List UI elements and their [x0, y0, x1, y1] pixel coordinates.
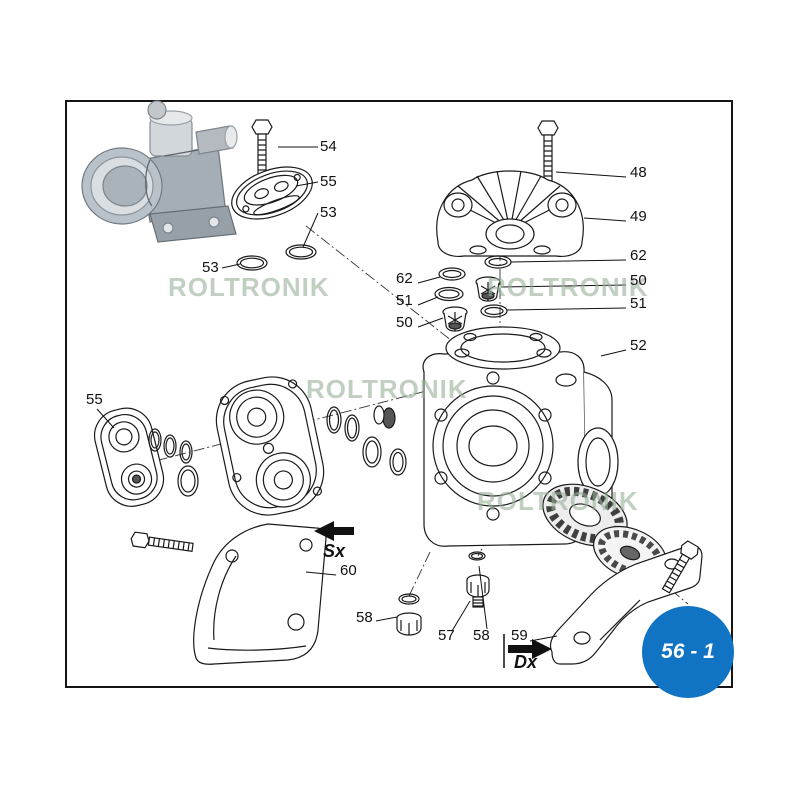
part-oring-62-right [484, 255, 512, 269]
part-callout-51l: 51 [396, 292, 413, 309]
part-valve-50-left [442, 306, 468, 332]
part-oval-cover-55 [231, 166, 313, 220]
part-callout-48: 48 [630, 164, 647, 181]
part-bolt-right [661, 540, 699, 594]
part-side-cover-55 [93, 407, 165, 507]
watermark: ROLTRONIK [306, 374, 468, 404]
part-oring-62-left [438, 267, 466, 281]
part-bolt-bottom-left [130, 531, 194, 552]
dx-arrow [503, 634, 552, 668]
part-callout-50l: 50 [396, 314, 413, 331]
part-bracket-60 [193, 523, 327, 665]
part-oring-chain-mid [326, 405, 407, 476]
watermark: ROLTRONIK [168, 272, 330, 302]
part-callout-59: 59 [511, 627, 528, 644]
watermark: ROLTRONIK [477, 486, 639, 516]
page-badge: 56 - 1 [642, 606, 734, 698]
part-callout-58b: 58 [473, 627, 490, 644]
leader-lines [96, 146, 627, 642]
part-oring-58-right [468, 551, 486, 561]
watermark: ROLTRONIK [487, 272, 649, 302]
sx-label: Sx [323, 541, 346, 561]
part-plug-58-left [396, 612, 422, 636]
part-callout-60: 60 [340, 562, 357, 579]
part-valve-57 [466, 574, 490, 608]
part-oring-58-left [398, 593, 420, 605]
part-callout-57: 57 [438, 627, 455, 644]
part-callout-62r: 62 [630, 247, 647, 264]
part-callout-51r: 51 [630, 295, 647, 312]
dx-label: Dx [514, 652, 538, 672]
part-callout-54: 54 [320, 138, 337, 155]
part-callout-49: 49 [630, 208, 647, 225]
part-callout-52: 52 [630, 337, 647, 354]
part-bolt-48 [537, 120, 559, 183]
part-oring-51-right [480, 304, 508, 318]
part-bracket-59 [549, 544, 703, 665]
sx-arrow [314, 521, 354, 541]
part-callout-53b: 53 [202, 259, 219, 276]
part-callout-55l: 55 [86, 391, 103, 408]
product-photo [81, 100, 238, 243]
part-callout-58a: 58 [356, 609, 373, 626]
part-backplate [215, 376, 325, 516]
part-bolt-54 [251, 119, 273, 175]
part-oring-53-left [236, 255, 268, 271]
part-callout-50r: 50 [630, 272, 647, 289]
part-callout-62l: 62 [396, 270, 413, 287]
part-oring-53-top [285, 244, 317, 260]
part-callout-55: 55 [320, 173, 337, 190]
part-oring-chain-left [148, 428, 199, 497]
part-callout-53: 53 [320, 204, 337, 221]
part-valve-50-right [475, 276, 501, 302]
part-cylinder-head-49 [436, 170, 584, 257]
part-oring-51-left [434, 286, 464, 302]
